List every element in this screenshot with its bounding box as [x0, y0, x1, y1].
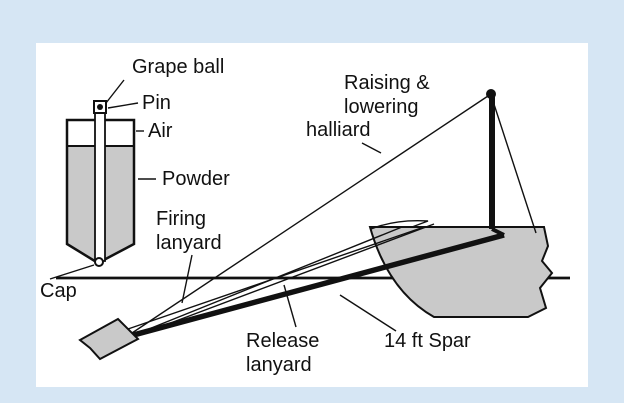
label-cap: Cap [40, 280, 77, 302]
firing-lanyard-2 [133, 226, 403, 336]
leader-firing-lanyard [181, 254, 193, 304]
label-raising-line2: lowering [344, 96, 418, 118]
label-pin: Pin [142, 92, 171, 114]
cap-marker [94, 257, 104, 267]
spar-torpedo-diagram: Grape ball Pin Air Powder Firing lanyard… [40, 56, 570, 376]
leader-spar [339, 294, 397, 332]
leader-release-lanyard [283, 284, 297, 328]
leader-pin [107, 102, 139, 109]
spar [125, 232, 505, 340]
torpedo-canister [65, 100, 136, 267]
boat-hull [368, 226, 554, 318]
label-spar: 14 ft Spar [384, 330, 471, 352]
label-release-lanyard-line1: Release [246, 330, 319, 352]
diagram-leaders [181, 142, 397, 332]
label-raising-line3: halliard [306, 119, 370, 141]
diagram-panel: Grape ball Pin Air Powder Firing lanyard… [36, 43, 588, 387]
pin [97, 104, 103, 110]
canister-outline [65, 118, 136, 265]
firing-tube [94, 112, 106, 262]
leader-grape-ball [105, 79, 125, 104]
label-release-lanyard-line2: lanyard [246, 354, 312, 376]
mast-stay [490, 94, 537, 234]
deck-rope [370, 219, 429, 230]
release-lanyard [135, 223, 435, 337]
spar-brace [491, 227, 505, 237]
label-firing-lanyard-line1: Firing [156, 208, 206, 230]
leader-halliard [361, 142, 382, 154]
spar-torpedo-body [78, 317, 140, 361]
lanyards [127, 93, 492, 337]
label-raising-line1: Raising & [344, 72, 430, 94]
raising-lowering-halliard [131, 93, 492, 334]
label-grape-ball: Grape ball [132, 56, 224, 78]
spar-torpedo [78, 317, 140, 361]
label-powder: Powder [162, 168, 230, 190]
label-firing-lanyard-line2: lanyard [156, 232, 222, 254]
label-air: Air [148, 120, 173, 142]
